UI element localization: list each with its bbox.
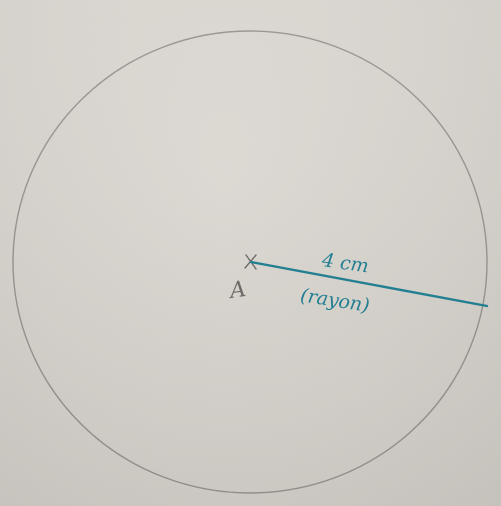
radius-measure-label: 4 cm xyxy=(320,249,370,277)
pencil-circle xyxy=(12,30,488,494)
center-point-label: A xyxy=(226,277,247,304)
radius-name-label: (rayon) xyxy=(299,284,371,317)
radius-line xyxy=(249,260,489,308)
